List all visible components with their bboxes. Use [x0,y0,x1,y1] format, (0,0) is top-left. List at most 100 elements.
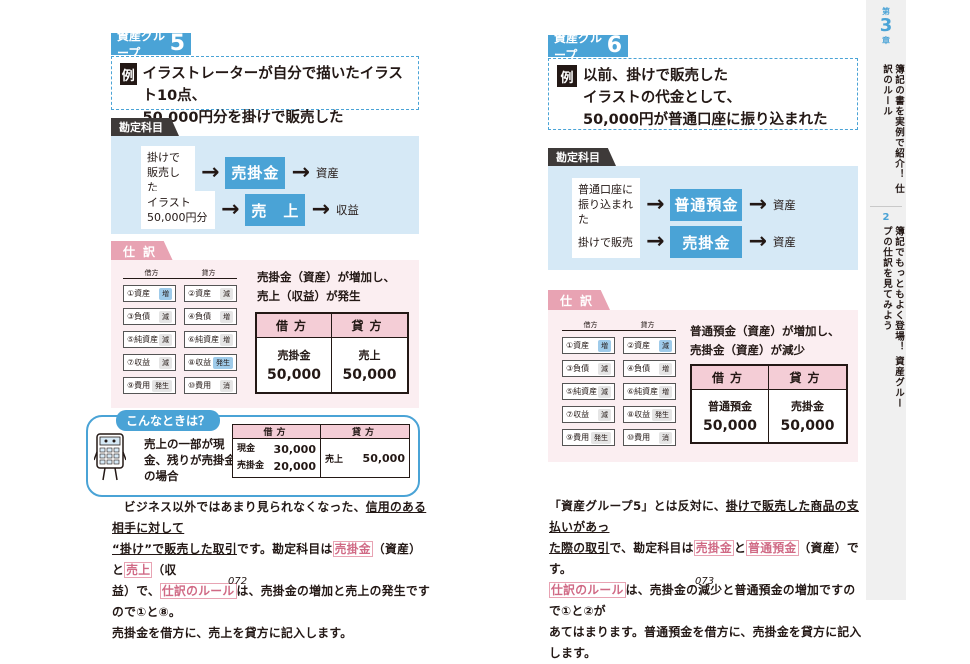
rule-row: ⑤純資産減 ⑥純資産増 [123,331,237,348]
rule-cell-label: ①資産 [127,289,151,298]
rule-cell-chip: 減 [159,310,172,323]
credit-cell: 売上 50,000 [342,349,397,383]
credit-cell: 売掛金 50,000 [780,400,835,434]
rule-cell-label: ⑩費用 [188,381,212,390]
rule-cell-chip: 減 [159,333,172,346]
rule-cell-label: ③負債 [127,312,151,321]
example-box: 例 イラストレーターが自分で描いたイラスト10点、 50,000円分を掛けで販売… [111,56,419,126]
rule-cell-chip: 増 [159,287,172,300]
rule-cell: ③負債減 [123,308,176,325]
debit-cell: 普通預金 50,000 [692,390,769,442]
example-line: 以前、掛けで販売した [583,68,728,84]
rule-cell: ④負債増 [623,360,676,377]
section-title: 簿記でもっともよく登場！ 資産グループの仕訳を見てみよう [881,226,904,409]
example-line: イラストの代金として、 [583,90,742,106]
chapter-title: 簿記の書を実例で紹介！ 仕訳のルール [881,64,904,195]
body-text: ビジネス以外ではあまり見られなくなった、信用のある相手に対して “掛け”で販売し… [112,500,431,640]
account-type: 資産 [772,197,796,212]
chapter-label: 第 3 章 [879,7,893,45]
rule-cell-label: ②資産 [627,341,651,350]
rule-cell-chip: 減 [659,339,672,352]
page-number: 073 [695,576,715,587]
arrow-right-icon: → [748,191,767,217]
rule-cell: ⑨費用発生 [123,377,176,394]
rule-cell: ⑥純資産増 [184,331,237,348]
rule-row: ⑤純資産減 ⑥純資産増 [562,383,676,400]
journal-table: 借方 貸方 普通預金 50,000 売掛金 50,000 [690,364,848,444]
rule-cell-chip: 増 [659,362,672,375]
rule-cell-label: ⑩費用 [627,433,651,442]
rule-row: ⑨費用発生 ⑩費用消 [123,377,237,394]
page-number: 072 [228,576,248,587]
rule-cell: ⑨費用発生 [562,429,615,446]
explain-text: 普通預金（資産）が増加し、 売掛金（資産）が減少 [690,324,840,357]
rule-cell-chip: 減 [220,287,233,300]
rule-cell-label: ④負債 [627,364,651,373]
example-line: 50,000円が普通口座に振り込まれた [583,112,828,128]
chapter-side-strip: 第 3 章 簿記の書を実例で紹介！ 仕訳のルール 2 簿記でもっともよく登場！ … [866,0,906,600]
rule-cell: ⑥純資産増 [623,383,676,400]
account-box: 売掛金 [670,226,743,258]
calculator-mascot-icon [93,432,127,484]
example-badge: 例 [120,63,137,85]
rule-cell-chip: 増 [598,339,611,352]
rule-cell: ④負債増 [184,308,237,325]
rule-cell-label: ⑧収益 [188,358,212,367]
example-box: 例 以前、掛けで販売した イラストの代金として、 50,000円が普通口座に振り… [548,58,858,130]
example-line: 50,000円分を掛けで販売した [142,110,344,126]
flow-label: 普通口座に 振り込まれた [572,178,640,231]
rule-cell-chip: 発生 [152,379,172,392]
rule-cell: ①資産増 [123,285,176,302]
rule-cell-label: ③負債 [566,364,590,373]
konna-text: 売上の一部が現 金、残りが売掛金 の場合 [144,437,236,483]
flow-label: 掛けで販売 [572,226,640,258]
rule-cell: ⑧収益発生 [623,406,676,423]
rule-cell: ⑩費用消 [184,377,237,394]
rule-cell-chip: 増 [220,310,233,323]
example-badge: 例 [557,65,577,87]
flow-row: 掛けで販売 → 売掛金 → 資産 [572,226,796,258]
rule-cell: ⑩費用消 [623,429,676,446]
section-number: 2 [882,212,890,223]
rule-cell-label: ①資産 [566,341,590,350]
konna-tab: こんなときは？ [116,410,221,431]
rule-cell: ⑦収益減 [562,406,615,423]
rule-cell-chip: 発生 [591,431,611,444]
rule-cell-label: ⑤純資産 [566,387,598,396]
flow-label: 掛けで 販売した [141,146,195,199]
rule-cell-chip: 増 [220,333,233,346]
rule-cell: ⑤純資産減 [562,383,615,400]
account-type: 資産 [315,165,339,180]
rule-row: ③負債減 ④負債増 [123,308,237,325]
rule-cell-label: ⑥純資産 [188,335,220,344]
rule-cell-chip: 増 [659,385,672,398]
arrow-right-icon: → [311,197,330,222]
flow-panel: 普通口座に 振り込まれた → 普通預金 → 資産 掛けで販売 → 売掛金 → 資… [548,166,858,270]
kamoku-tab: 勘定科目 [111,118,179,136]
rule-row: ①資産増 ②資産減 [123,285,237,302]
rule-cell-chip: 消 [659,431,672,444]
rule-cell: ②資産減 [184,285,237,302]
rule-row: ⑦収益減 ⑧収益発生 [562,406,676,423]
rule-cell-label: ⑤純資産 [127,335,159,344]
arrow-right-icon: → [646,229,665,254]
account-box: 普通預金 [670,188,743,221]
rule-cell: ③負債減 [562,360,615,377]
rule-row: ③負債減 ④負債増 [562,360,676,377]
journal-table: 借方 貸方 売掛金 50,000 売上 50,000 [255,312,409,394]
shiwake-tab: 仕訳 [111,241,173,261]
debit-cell: 売掛金 50,000 [257,338,332,392]
rule-cell-label: ④負債 [188,312,212,321]
kamoku-tab: 勘定科目 [548,148,616,166]
